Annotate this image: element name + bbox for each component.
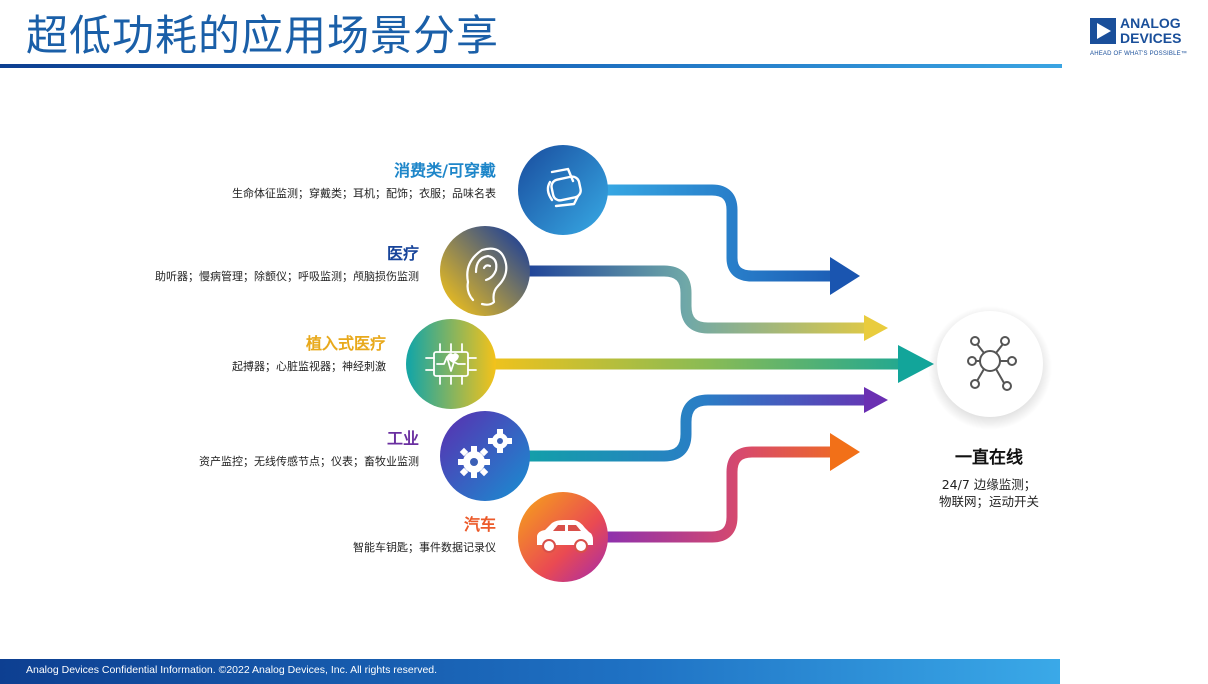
slide-title: 超低功耗的应用场景分享 — [26, 11, 500, 60]
arrow-industrial — [520, 387, 888, 462]
arrow-consumer — [598, 184, 860, 295]
always-on-desc-line2: 物联网；运动开关 — [938, 494, 1039, 509]
circle-implantable — [406, 319, 496, 409]
circle-industrial — [440, 411, 530, 501]
always-on-hub — [928, 306, 1052, 430]
category-desc: 助听器；慢病管理；除颤仪；呼吸监测；颅脑损伤监测 — [155, 270, 419, 283]
footer-copyright: Analog Devices Confidential Information.… — [26, 664, 438, 676]
heart-chip-icon — [425, 343, 477, 385]
category-medical: 医疗 助听器；慢病管理；除颤仪；呼吸监测；颅脑损伤监测 — [155, 243, 419, 285]
category-title: 医疗 — [386, 244, 419, 263]
network-hub-icon — [967, 336, 1017, 391]
title-underline — [0, 64, 1062, 68]
always-on-desc-line1: 24/7 边缘监测； — [941, 477, 1037, 492]
category-industrial: 工业 资产监控；无线传感节点；仪表；畜牧业监测 — [199, 428, 419, 470]
category-desc: 生命体征监测；穿戴类；耳机；配饰；衣服；品味名表 — [232, 187, 496, 200]
analog-devices-logo: ANALOG DEVICES AHEAD OF WHAT'S POSSIBLE™ — [1090, 15, 1202, 62]
circle-consumer — [518, 145, 608, 235]
gears-icon — [458, 429, 512, 478]
category-implantable: 植入式医疗 起搏器；心脏监视器；神经刺激 — [232, 333, 386, 375]
always-on-label: 一直在线 24/7 边缘监测； 物联网；运动开关 — [920, 446, 1058, 510]
arrow-implantable — [480, 345, 934, 383]
logo-wordmark: ANALOG DEVICES — [1120, 15, 1182, 46]
category-title: 消费类/可穿戴 — [394, 161, 496, 180]
category-desc: 起搏器；心脏监视器；神经刺激 — [232, 360, 386, 373]
logo-tagline: AHEAD OF WHAT'S POSSIBLE™ — [1090, 51, 1188, 57]
category-automotive: 汽车 智能车钥匙；事件数据记录仪 — [353, 514, 496, 556]
adi-triangle-icon — [1090, 18, 1116, 44]
circle-medical — [440, 226, 530, 316]
footer-bar: Analog Devices Confidential Information.… — [0, 659, 1060, 684]
arrow-automotive — [598, 433, 860, 543]
category-title: 植入式医疗 — [305, 334, 386, 353]
always-on-desc: 24/7 边缘监测； 物联网；运动开关 — [920, 476, 1058, 510]
category-consumer: 消费类/可穿戴 生命体征监测；穿戴类；耳机；配饰；衣服；品味名表 — [232, 160, 496, 202]
always-on-title: 一直在线 — [955, 448, 1023, 468]
category-title: 工业 — [386, 429, 419, 448]
smartwatch-icon — [546, 167, 582, 208]
arrow-medical — [520, 265, 888, 341]
car-icon — [537, 520, 593, 553]
category-desc: 智能车钥匙；事件数据记录仪 — [353, 541, 496, 554]
circle-automotive — [518, 492, 608, 582]
category-desc: 资产监控；无线传感节点；仪表；畜牧业监测 — [199, 455, 419, 468]
category-title: 汽车 — [463, 515, 496, 534]
ear-icon — [466, 247, 508, 306]
